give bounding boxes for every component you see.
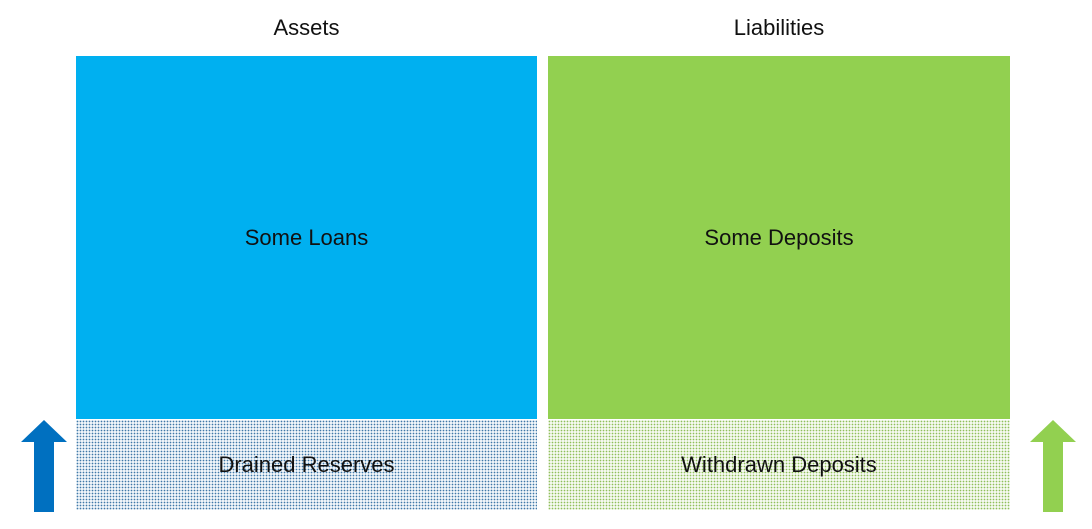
up-arrow-icon <box>1030 420 1076 512</box>
some-loans-block: Some Loans <box>76 56 537 419</box>
up-arrow-icon <box>21 420 67 512</box>
some-loans-label: Some Loans <box>244 224 369 250</box>
liabilities-header: Liabilities <box>733 15 825 40</box>
withdrawn-deposits-label: Withdrawn Deposits <box>681 452 877 477</box>
withdrawn-deposits-block: Withdrawn Deposits <box>548 420 1010 510</box>
some-deposits-label: Some Deposits <box>704 224 854 250</box>
right-arrow-shape <box>1030 420 1076 512</box>
drained-reserves-block: Drained Reserves <box>76 420 537 510</box>
drained-reserves-label: Drained Reserves <box>218 452 395 477</box>
left-arrow-shape <box>21 420 67 512</box>
assets-header: Assets <box>273 15 340 40</box>
some-deposits-block: Some Deposits <box>548 56 1010 419</box>
